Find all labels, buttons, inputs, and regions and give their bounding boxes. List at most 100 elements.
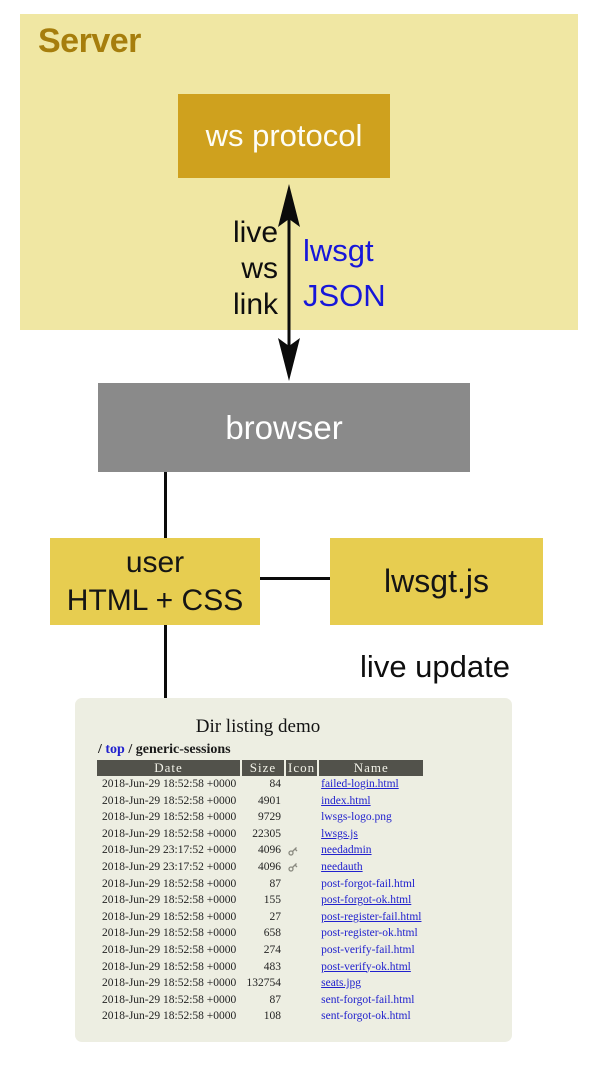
cell-name: failed-login.html: [319, 777, 423, 793]
cell-size: 84: [269, 778, 282, 790]
file-link[interactable]: sent-forgot-fail.html: [321, 993, 415, 1006]
table-row: 2018-Jun-29 18:52:58 +0000 274 post-veri…: [97, 943, 423, 959]
column-header-icon: Icon: [286, 760, 318, 776]
user-box-line2: HTML + CSS: [66, 583, 244, 617]
cell-date: 2018-Jun-29 18:52:58 +0000: [102, 894, 237, 907]
cell-size: 274: [263, 943, 281, 956]
cell-icon: [286, 976, 317, 992]
file-link[interactable]: lwsgs.js: [321, 827, 358, 840]
file-link[interactable]: needadmin: [321, 844, 372, 857]
file-link[interactable]: post-forgot-fail.html: [321, 877, 416, 890]
protected-key-icon: [288, 846, 298, 856]
cell-date: 2018-Jun-29 18:52:58 +0000: [102, 1010, 237, 1023]
cell-size: 108: [263, 1010, 281, 1023]
table-row: 2018-Jun-29 18:52:58 +0000 155 post-forg…: [97, 893, 423, 909]
file-link[interactable]: post-forgot-ok.html: [321, 894, 412, 907]
file-link[interactable]: index.html: [321, 794, 371, 807]
cell-name: post-register-ok.html: [319, 926, 423, 942]
cell-icon: [286, 810, 317, 826]
dir-listing-table: Date Size Icon Name 2018-Jun-29 18:52:58…: [95, 759, 425, 1026]
cell-date: 2018-Jun-29 18:52:58 +0000: [102, 927, 237, 940]
cell-size: 9729: [258, 811, 281, 824]
cell-date: 2018-Jun-29 18:52:58 +0000: [102, 778, 237, 790]
table-row: 2018-Jun-29 18:52:58 +0000 87 post-forgo…: [97, 877, 423, 893]
table-row: 2018-Jun-29 18:52:58 +0000 84 failed-log…: [97, 777, 423, 793]
live-ws-link-line1: live: [232, 216, 278, 249]
cell-size: 87: [269, 993, 282, 1006]
table-row: 2018-Jun-29 18:52:58 +0000 87 sent-forgo…: [97, 993, 423, 1009]
user-lwsgt-connector: [260, 577, 330, 580]
breadcrumb: / top / generic-sessions: [98, 742, 231, 758]
cell-name: needauth: [319, 860, 423, 876]
ws-protocol-box: ws protocol: [178, 94, 390, 178]
lwsgt-json-line1: lwsgt: [303, 233, 374, 268]
file-link[interactable]: post-register-ok.html: [321, 927, 418, 940]
cell-icon: [286, 860, 317, 876]
cell-size: 4096: [258, 860, 281, 873]
cell-date: 2018-Jun-29 18:52:58 +0000: [102, 811, 237, 824]
cell-date: 2018-Jun-29 18:52:58 +0000: [102, 993, 237, 1006]
cell-size: 132754: [246, 977, 282, 990]
user-listing-connector: [164, 625, 167, 698]
live-update-label: live update: [360, 649, 510, 684]
live-ws-link-line3: link: [232, 288, 278, 321]
file-link[interactable]: post-register-fail.html: [321, 910, 422, 923]
cell-date: 2018-Jun-29 23:17:52 +0000: [102, 844, 237, 857]
breadcrumb-current: generic-sessions: [135, 742, 231, 757]
cell-size: 155: [263, 894, 281, 907]
user-html-css-box: user HTML + CSS: [50, 538, 260, 625]
column-header-date: Date: [97, 760, 240, 776]
cell-name: post-register-fail.html: [319, 910, 423, 926]
cell-name: seats.jpg: [319, 976, 423, 992]
cell-name: post-verify-fail.html: [319, 943, 423, 959]
lwsgt-json-label: lwsgt JSON: [303, 228, 423, 318]
cell-icon: [286, 960, 317, 976]
file-link[interactable]: failed-login.html: [321, 778, 399, 790]
cell-size: 27: [269, 910, 282, 923]
lwsgt-js-label: lwsgt.js: [384, 563, 489, 599]
file-link[interactable]: sent-forgot-ok.html: [321, 1010, 411, 1023]
breadcrumb-separator: /: [98, 742, 102, 757]
breadcrumb-link-top[interactable]: top: [105, 742, 125, 757]
file-link[interactable]: seats.jpg: [321, 977, 362, 990]
cell-name: sent-forgot-fail.html: [319, 993, 423, 1009]
cell-icon: [286, 910, 317, 926]
cell-name: index.html: [319, 794, 423, 810]
file-link[interactable]: post-verify-ok.html: [321, 960, 411, 973]
table-row: 2018-Jun-29 18:52:58 +0000 658 post-regi…: [97, 926, 423, 942]
table-row: 2018-Jun-29 18:52:58 +0000 483 post-veri…: [97, 960, 423, 976]
file-link[interactable]: post-verify-fail.html: [321, 943, 415, 956]
table-row: 2018-Jun-29 18:52:58 +0000 9729 lwsgs-lo…: [97, 810, 423, 826]
ws-protocol-label: ws protocol: [205, 118, 363, 153]
breadcrumb-separator2: /: [128, 742, 133, 757]
cell-name: needadmin: [319, 843, 423, 859]
cell-size: 658: [263, 927, 281, 940]
table-row: 2018-Jun-29 18:52:58 +0000 27 post-regis…: [97, 910, 423, 926]
cell-icon: [286, 1009, 317, 1025]
column-header-size: Size: [242, 760, 284, 776]
cell-date: 2018-Jun-29 23:17:52 +0000: [102, 860, 237, 873]
dir-listing-panel: Dir listing demo / top / generic-session…: [75, 698, 512, 1042]
cell-name: sent-forgot-ok.html: [319, 1009, 423, 1025]
cell-name: lwsgs.js: [319, 827, 423, 843]
table-header-row: Date Size Icon Name: [97, 760, 424, 776]
cell-date: 2018-Jun-29 18:52:58 +0000: [102, 877, 237, 890]
table-row: 2018-Jun-29 18:52:58 +0000 108 sent-forg…: [97, 1009, 423, 1025]
file-link[interactable]: lwsgs-logo.png: [321, 811, 392, 824]
cell-date: 2018-Jun-29 18:52:58 +0000: [102, 977, 237, 990]
cell-name: lwsgs-logo.png: [319, 810, 423, 826]
browser-box: browser: [98, 383, 470, 472]
file-link[interactable]: needauth: [321, 860, 363, 873]
lwsgt-js-box: lwsgt.js: [330, 538, 543, 625]
cell-icon: [286, 943, 317, 959]
dir-listing-title: Dir listing demo: [195, 716, 321, 737]
cell-size: 4096: [258, 844, 281, 857]
cell-icon: [286, 893, 317, 909]
live-ws-link-line2: ws: [241, 252, 278, 285]
server-panel-label: Server: [38, 22, 141, 60]
table-row: 2018-Jun-29 18:52:58 +0000 22305 lwsgs.j…: [97, 827, 423, 843]
table-row: 2018-Jun-29 23:17:52 +0000 4096 needauth: [97, 860, 423, 876]
cell-date: 2018-Jun-29 18:52:58 +0000: [102, 943, 237, 956]
cell-name: post-forgot-fail.html: [319, 877, 423, 893]
live-ws-link-label: live ws link: [120, 215, 278, 323]
